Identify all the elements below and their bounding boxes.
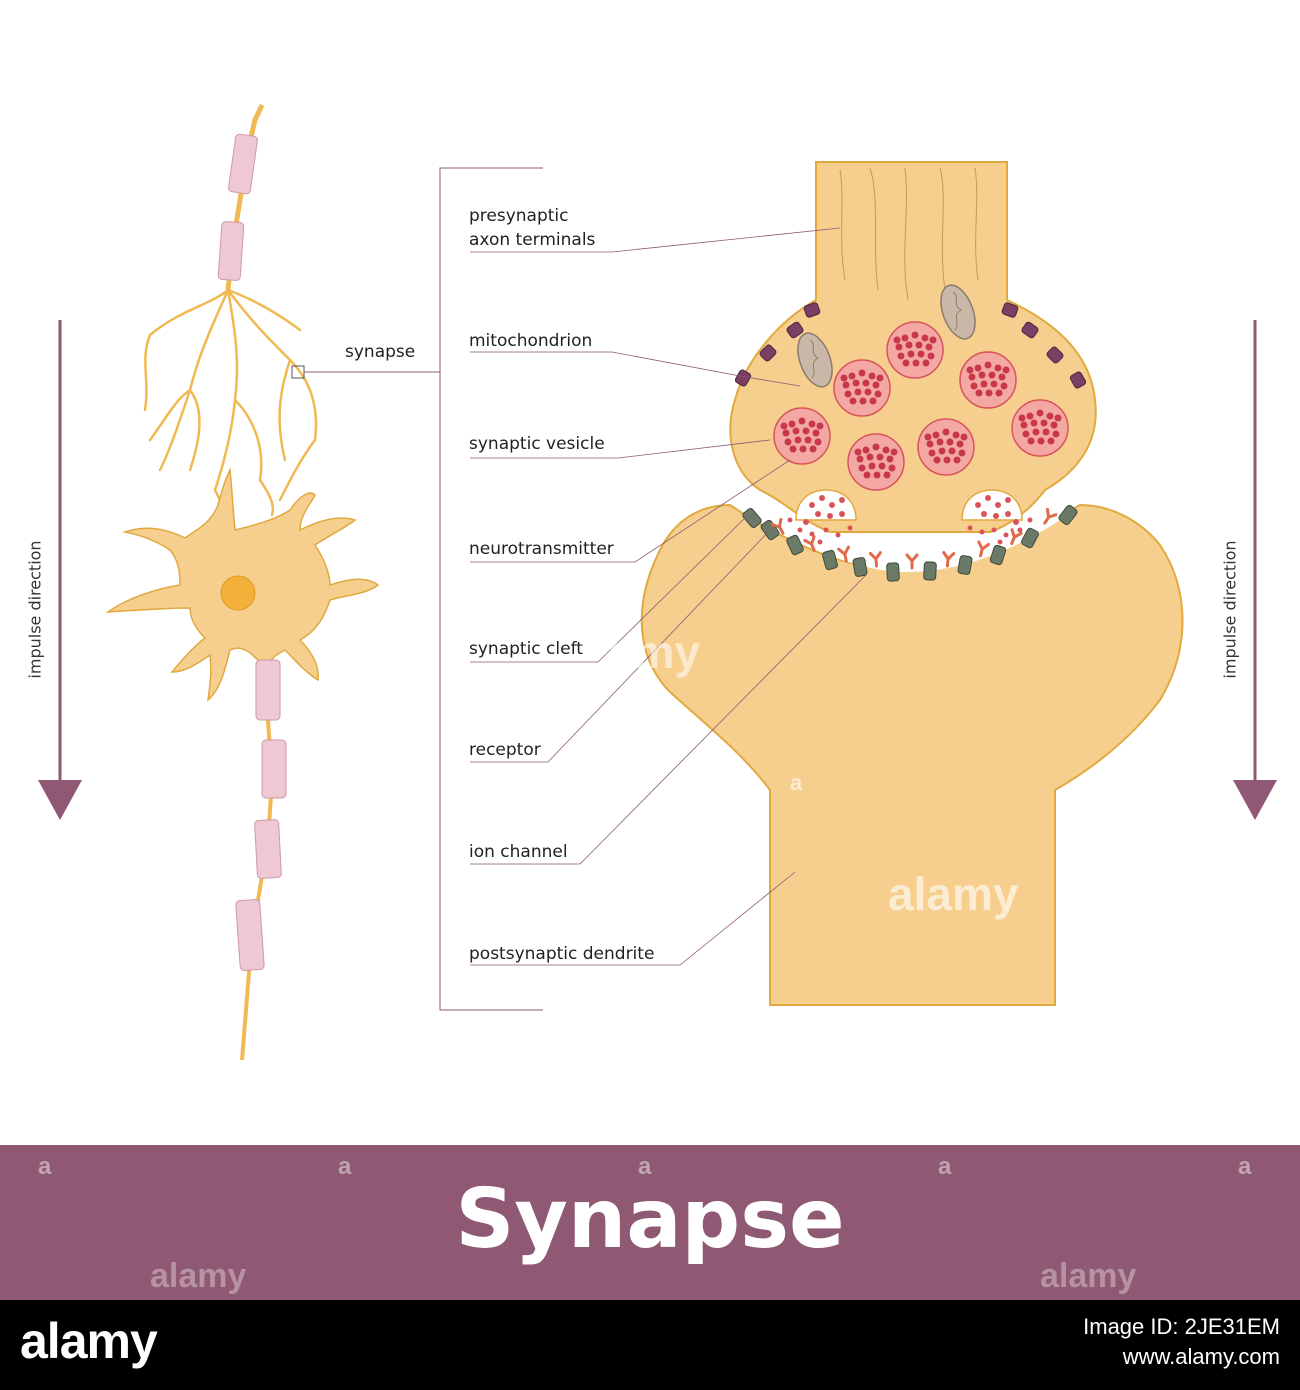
title-banner: a a a a a Synapse alamy alamy bbox=[0, 1145, 1300, 1300]
synaptic-cleft bbox=[742, 498, 1072, 572]
banner-watermark-mark-2: a bbox=[338, 1153, 352, 1180]
myelin-sheath-bottom-3 bbox=[254, 819, 282, 879]
neuron-illustration bbox=[105, 103, 440, 1061]
impulse-direction-left-label: impulse direction bbox=[25, 540, 45, 679]
myelin-sheath-top-2 bbox=[217, 221, 245, 281]
footer-logo: alamy bbox=[20, 1313, 158, 1369]
banner-watermark-mark-4: a bbox=[938, 1153, 952, 1180]
footer-site: www.alamy.com bbox=[1122, 1344, 1280, 1369]
label-synaptic-vesicle: synaptic vesicle bbox=[469, 434, 605, 454]
diagram-canvas: amy alamy a bbox=[38, 103, 1277, 1061]
label-presynaptic-line1: presynaptic bbox=[469, 206, 569, 226]
mitochondria bbox=[797, 284, 976, 388]
axon-terminal-branches bbox=[143, 288, 318, 522]
impulse-arrow-left bbox=[38, 320, 82, 820]
page-title: Synapse bbox=[455, 1172, 845, 1267]
banner-watermark-right: alamy bbox=[1040, 1257, 1137, 1295]
label-bracket bbox=[439, 167, 543, 1011]
banner-watermark-mark-5: a bbox=[1238, 1153, 1252, 1180]
watermark-3: a bbox=[790, 770, 803, 795]
label-synaptic-cleft: synaptic cleft bbox=[469, 639, 583, 659]
banner-watermark-mark-3: a bbox=[638, 1153, 652, 1180]
axon-fibers bbox=[839, 167, 979, 301]
neurotransmitter-release bbox=[787, 489, 1033, 545]
watermark-1: amy bbox=[608, 626, 700, 678]
banner-watermark-mark-1: a bbox=[38, 1153, 52, 1180]
watermark-2: alamy bbox=[888, 868, 1019, 920]
label-neurotransmitter: neurotransmitter bbox=[469, 539, 614, 559]
impulse-direction-right-label: impulse direction bbox=[1220, 540, 1240, 679]
label-synapse: synapse bbox=[345, 342, 416, 362]
myelin-sheath-bottom-1 bbox=[255, 659, 281, 721]
label-presynaptic-line2: axon terminals bbox=[469, 230, 596, 250]
footer-image-info: Image ID: 2JE31EM www.alamy.com bbox=[1083, 1312, 1280, 1372]
label-mitochondrion: mitochondrion bbox=[469, 331, 593, 351]
myelin-sheath-top-1 bbox=[228, 133, 258, 195]
impulse-arrow-right bbox=[1233, 320, 1277, 820]
footer-bar: alamy Image ID: 2JE31EM www.alamy.com bbox=[0, 1300, 1300, 1390]
banner-watermark-left: alamy bbox=[150, 1257, 247, 1295]
myelin-sheath-bottom-2 bbox=[261, 739, 287, 799]
label-ion-channel: ion channel bbox=[469, 842, 568, 862]
label-receptor: receptor bbox=[469, 740, 541, 760]
synapse-diagram: amy alamy a synapse presynaptic axon ter… bbox=[25, 103, 1277, 1061]
label-postsynaptic-dendrite: postsynaptic dendrite bbox=[469, 944, 655, 964]
leader-lines bbox=[470, 227, 867, 966]
myelin-sheath-bottom-4 bbox=[235, 899, 265, 971]
footer-image-id: Image ID: 2JE31EM bbox=[1083, 1314, 1280, 1339]
neuron-nucleus bbox=[220, 575, 256, 611]
